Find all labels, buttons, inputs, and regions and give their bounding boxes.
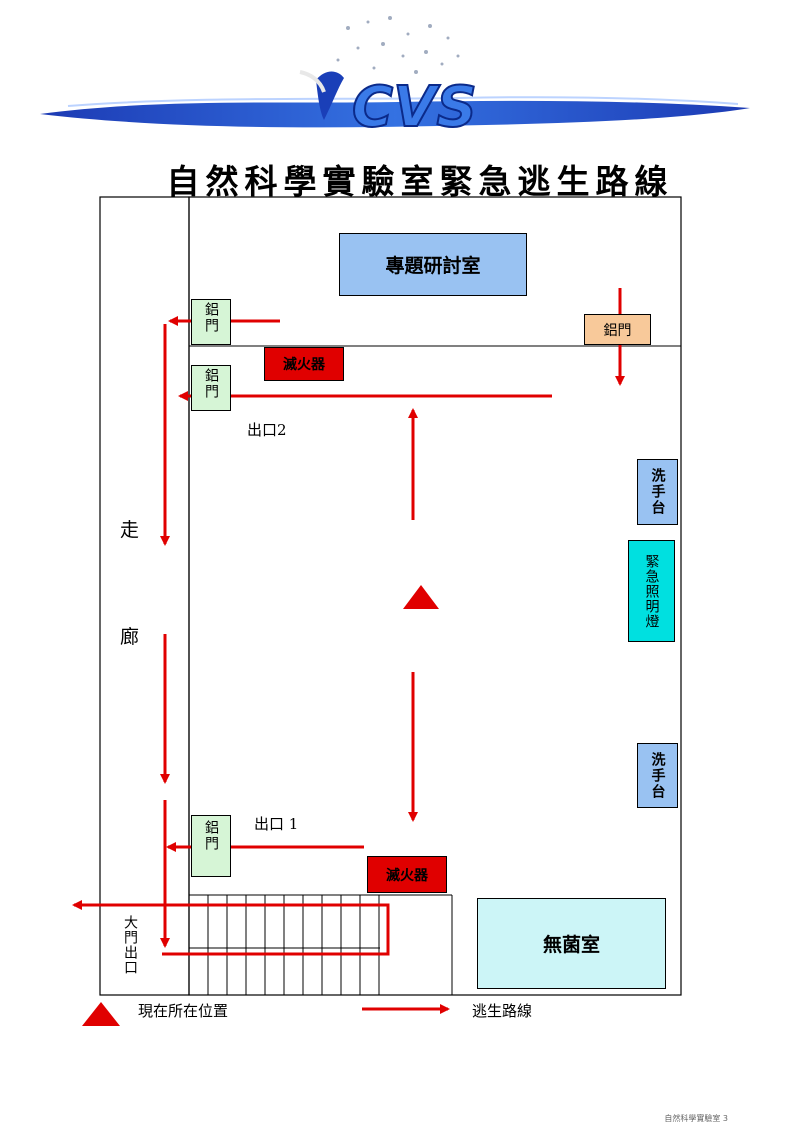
current-position-marker [403, 585, 439, 609]
door-top-right[interactable]: 鋁門 [584, 314, 651, 345]
fire-extinguisher-1: 滅火器 [264, 347, 344, 381]
sink-1: 洗手台 [637, 459, 678, 525]
header-logo: CVS [38, 8, 758, 138]
exit-2-label: 出口2 [247, 421, 287, 439]
footer-note: 自然科學實驗室 3 [664, 1114, 728, 1123]
aseptic-room: 無菌室 [477, 898, 666, 989]
lab-outline [188, 196, 682, 996]
sink-2: 洗手台 [637, 743, 678, 808]
route-arrow [72, 900, 390, 956]
corridor-outline [99, 196, 190, 996]
corridor-label-1: 走 [120, 519, 140, 541]
main-exit-label: 大門出口 [122, 915, 138, 975]
staircase [189, 895, 380, 995]
legend-escape-route: 逃生路線 [472, 1002, 533, 1020]
logo-graphic: CVS [40, 16, 750, 138]
corridor-label-2: 廊 [120, 626, 140, 648]
logo-text: CVS [352, 75, 477, 138]
emergency-light: 緊急照明燈 [628, 540, 675, 642]
legend-current-position: 現在所在位置 [138, 1002, 229, 1020]
seminar-room: 專題研討室 [339, 233, 527, 296]
door-left-2[interactable]: 鋁門 [191, 365, 231, 411]
door-left-1[interactable]: 鋁門 [191, 299, 231, 345]
door-left-3[interactable]: 鋁門 [191, 815, 231, 877]
page-title: 自然科學實驗室緊急逃生路線 [166, 162, 674, 201]
emblem-icon [316, 71, 344, 120]
legend-position-marker [82, 1002, 120, 1026]
fire-extinguisher-2: 滅火器 [367, 856, 447, 893]
exit-1-label: 出口 1 [254, 815, 299, 833]
